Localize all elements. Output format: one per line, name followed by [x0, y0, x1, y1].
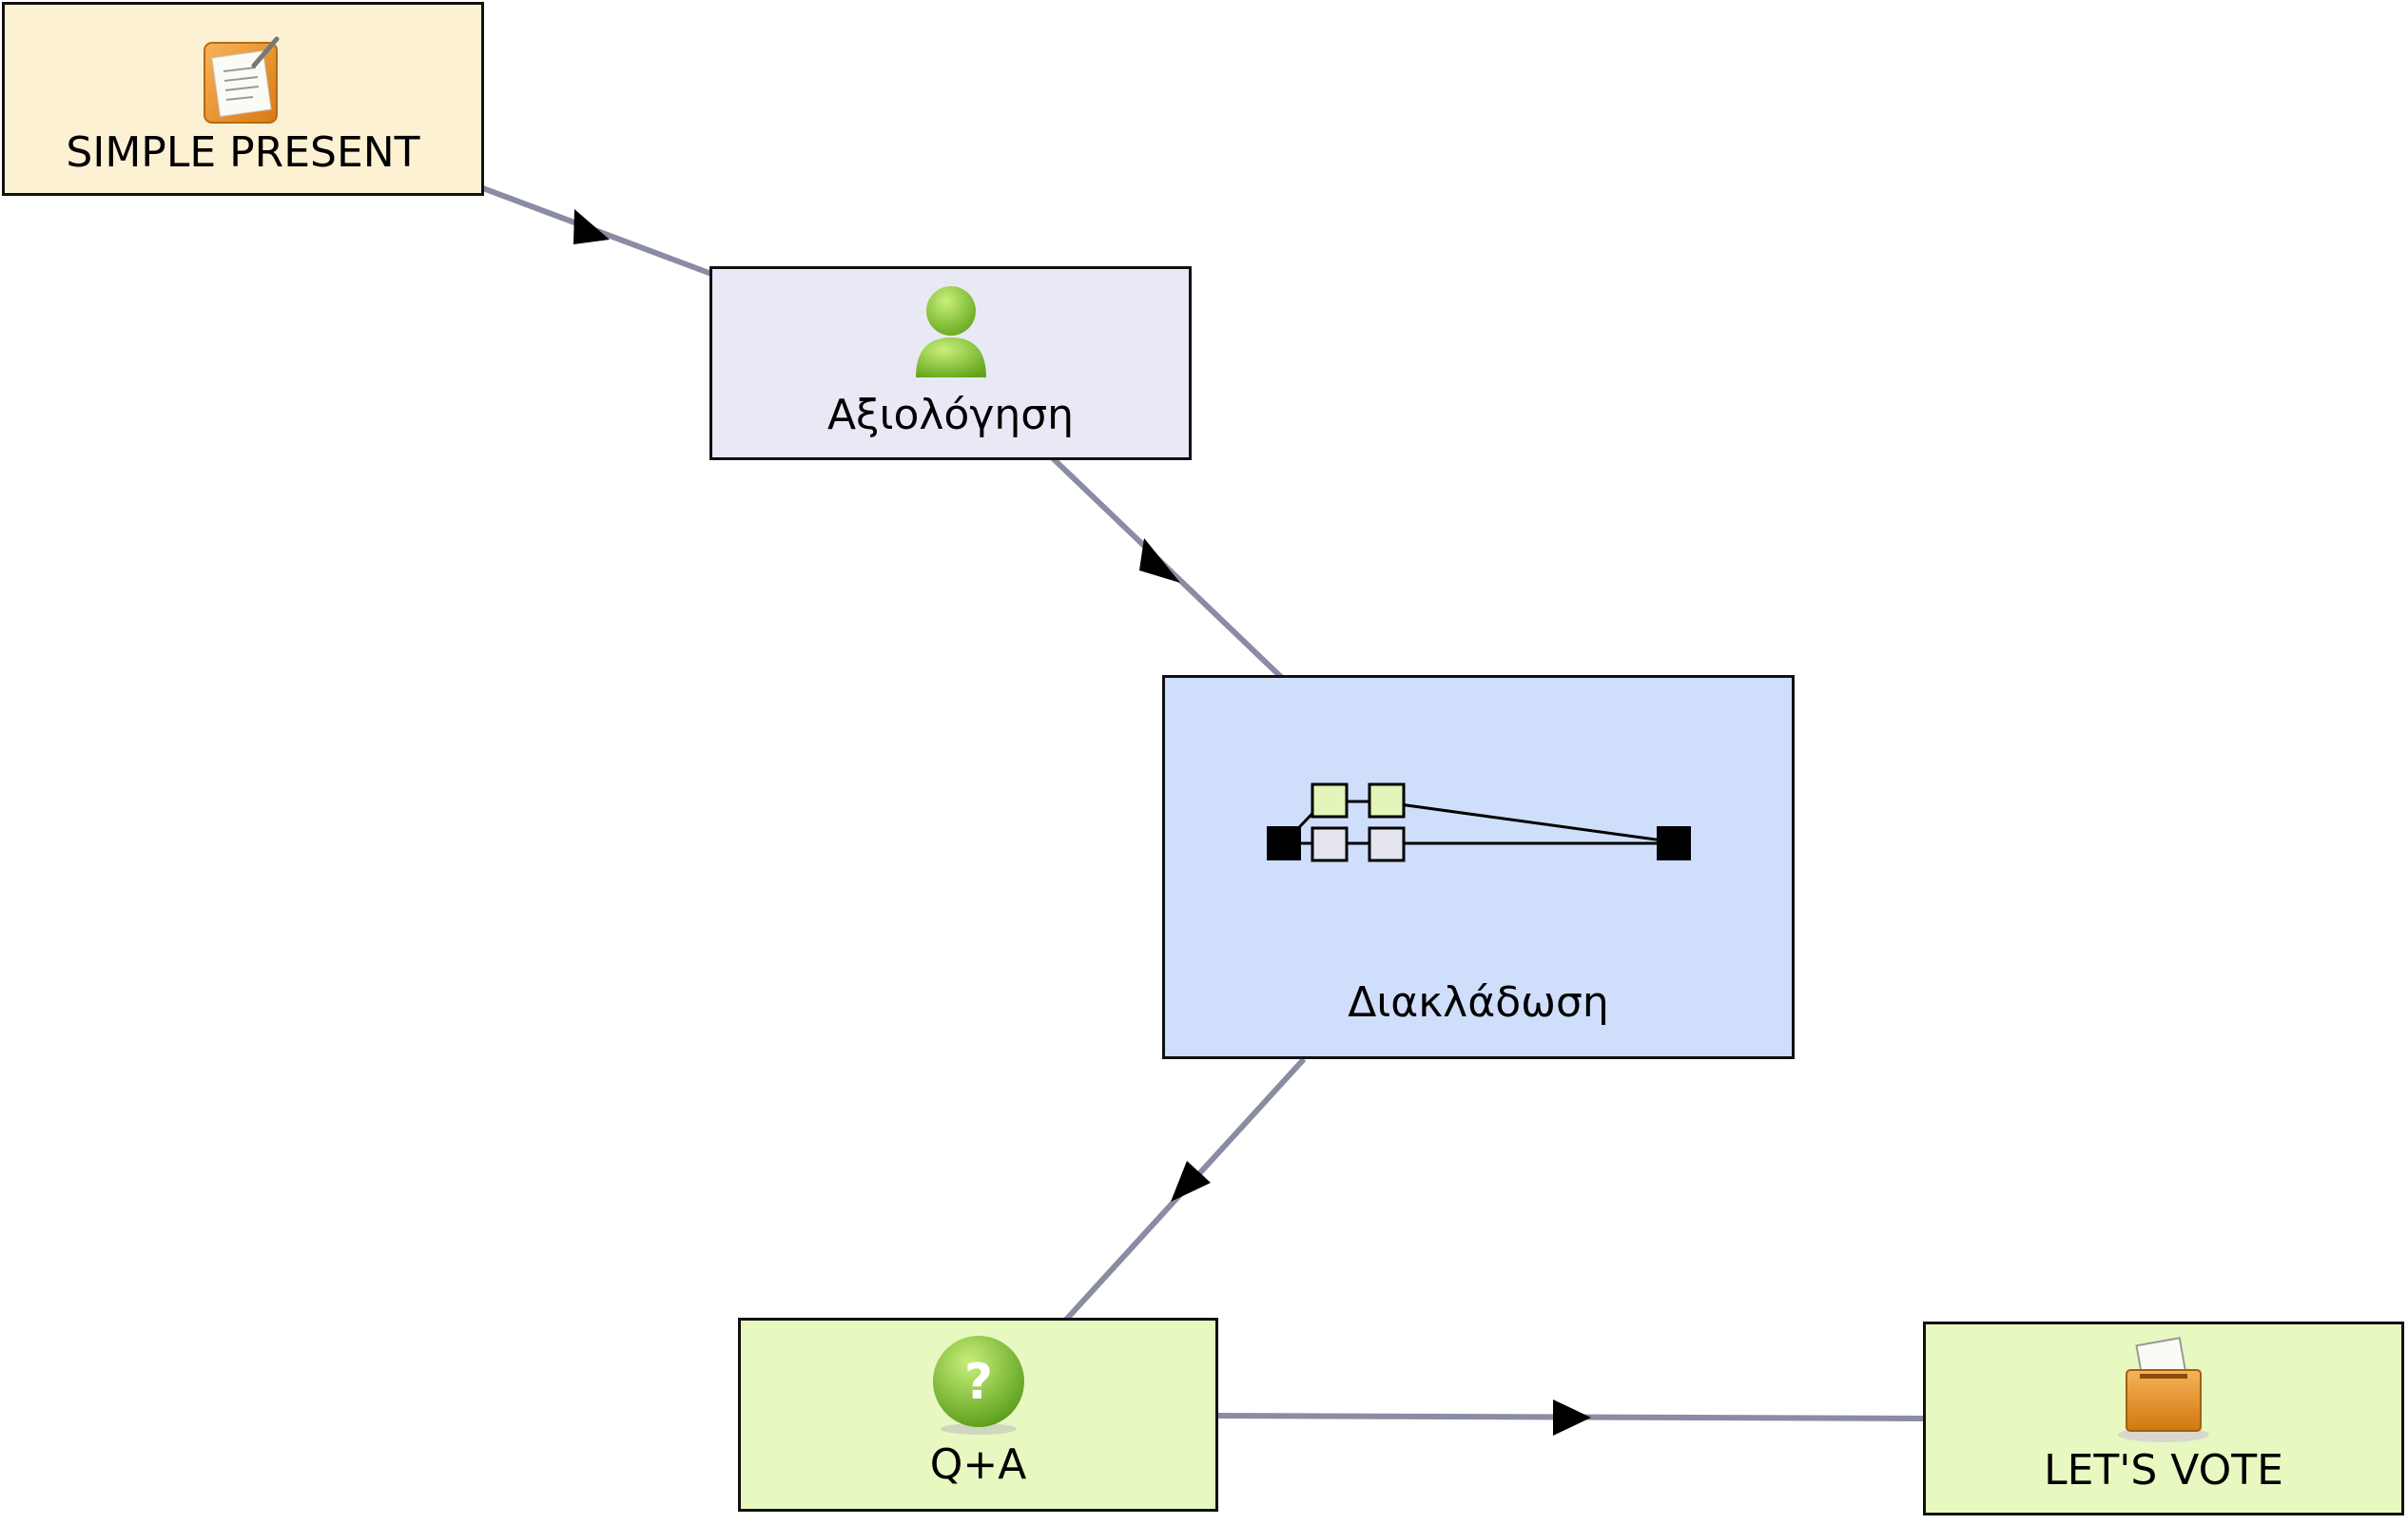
node-label: Q+A: [929, 1440, 1027, 1489]
edge-qa-to-vote[interactable]: [1216, 1400, 1926, 1436]
svg-text:?: ?: [963, 1354, 992, 1411]
arrow-head-icon: [1139, 538, 1180, 583]
node-label: Διακλάδωση: [1348, 978, 1609, 1027]
node-label: LET'S VOTE: [2044, 1446, 2283, 1495]
branching-icon: [1266, 782, 1691, 862]
arrow-head-icon: [1171, 1161, 1211, 1202]
node-branching[interactable]: Διακλάδωση: [1162, 675, 1795, 1059]
user-icon: [915, 286, 986, 377]
edge-simple-present-to-assessment[interactable]: [481, 185, 713, 277]
node-vote[interactable]: LET'S VOTE: [1923, 1322, 2404, 1515]
node-label: Αξιολόγηση: [826, 391, 1075, 439]
node-simple-present[interactable]: SIMPLE PRESENT: [2, 2, 484, 196]
edge-branching-to-qa[interactable]: [1063, 1056, 1307, 1322]
notepad-icon: [203, 36, 279, 124]
edge-assessment-to-branching[interactable]: [1050, 455, 1284, 680]
node-assessment[interactable]: Αξιολόγηση: [709, 266, 1192, 460]
arrow-head-icon: [573, 209, 610, 244]
node-qa[interactable]: ? Q+A: [738, 1318, 1218, 1512]
arrow-head-icon: [1553, 1400, 1591, 1436]
node-label: SIMPLE PRESENT: [66, 128, 420, 177]
ballot-box-icon: [2118, 1337, 2209, 1442]
question-icon: ?: [932, 1336, 1024, 1435]
